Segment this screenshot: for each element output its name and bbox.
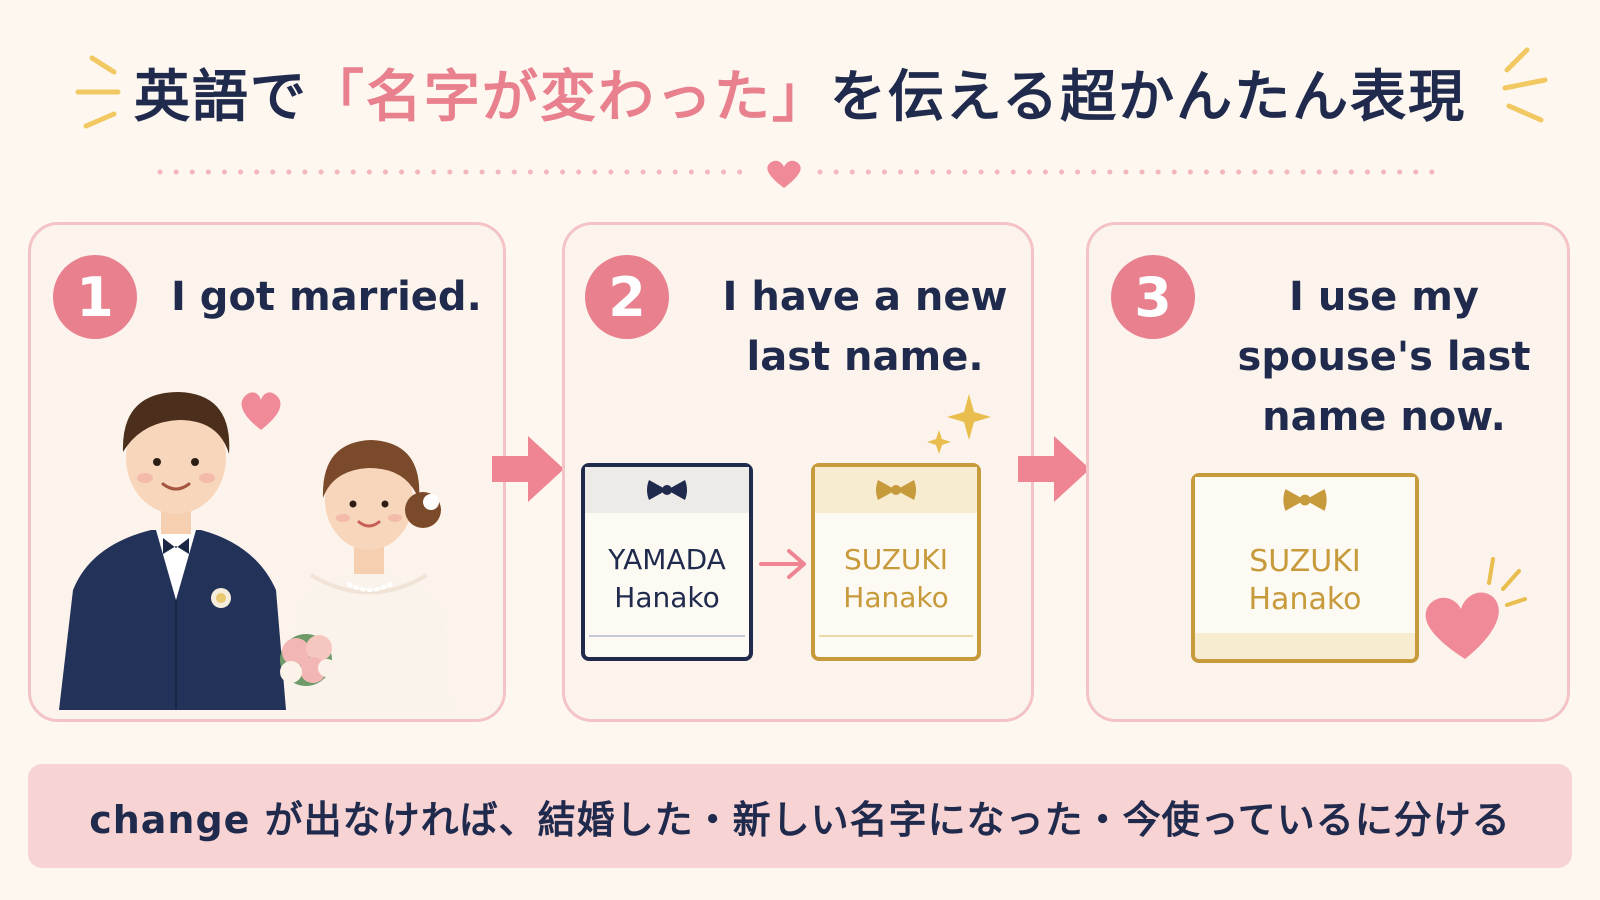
old-name-text: YAMADA Hanako bbox=[608, 541, 726, 617]
wedding-couple-illustration bbox=[59, 392, 451, 710]
footer-banner: change が出なければ、結婚した・新しい名字になった・今使っているに分ける bbox=[28, 764, 1572, 868]
nameplate-band bbox=[1195, 477, 1415, 523]
bow-icon bbox=[647, 480, 687, 500]
small-arrow-right-icon bbox=[759, 549, 806, 579]
nameplate-band bbox=[815, 467, 977, 513]
bow-icon bbox=[1283, 489, 1327, 511]
divider-heart-icon bbox=[767, 160, 801, 188]
dotted-divider bbox=[157, 160, 1443, 188]
new-name-text: SUZUKI Hanako bbox=[843, 541, 948, 617]
current-surname: SUZUKI bbox=[1249, 544, 1361, 579]
step-panel-2: 2 I have a new last name. YAMADA Hanako bbox=[562, 222, 1034, 722]
heart-icon bbox=[1425, 557, 1527, 659]
sparkle-icon bbox=[927, 394, 991, 454]
title-before: 英語で bbox=[133, 65, 308, 130]
new-given-name: Hanako bbox=[843, 581, 949, 614]
step-number-3: 3 bbox=[1111, 255, 1195, 339]
footer-text: change が出なければ、結婚した・新しい名字になった・今使っているに分ける bbox=[89, 797, 1511, 842]
current-nameplate: SUZUKI Hanako bbox=[1191, 473, 1419, 663]
sparkle-right-icon bbox=[1502, 47, 1548, 123]
nameplate-band bbox=[585, 467, 749, 513]
step-panel-1: 1 I got married. bbox=[28, 222, 506, 722]
step-phrase-3: I use my spouse's last name now. bbox=[1237, 274, 1531, 440]
couple-heart-icon bbox=[241, 392, 281, 430]
current-name-text: SUZUKI Hanako bbox=[1249, 543, 1362, 619]
old-given-name: Hanako bbox=[614, 581, 720, 614]
step-panel-3: 3 I use my spouse's last name now. SUZUK… bbox=[1086, 222, 1570, 722]
step-phrase-2: I have a new last name. bbox=[722, 274, 1008, 380]
title-highlight: 「名字が変わった」 bbox=[307, 65, 830, 130]
title-after: を伝える超かんたん表現 bbox=[829, 65, 1467, 130]
old-surname: YAMADA bbox=[608, 543, 726, 576]
current-given-name: Hanako bbox=[1248, 582, 1362, 617]
new-nameplate: SUZUKI Hanako bbox=[811, 463, 981, 661]
sparkle-left-icon bbox=[75, 55, 121, 129]
step-phrase-1: I got married. bbox=[171, 274, 482, 320]
step-number-1: 1 bbox=[53, 255, 137, 339]
bow-icon bbox=[876, 480, 916, 500]
step-number-2: 2 bbox=[585, 255, 669, 339]
page-title: 英語で「名字が変わった」を伝える超かんたん表現 bbox=[134, 48, 1466, 148]
new-surname: SUZUKI bbox=[843, 543, 949, 576]
arrow-right-1-icon bbox=[492, 436, 564, 502]
arrow-right-2-icon bbox=[1018, 436, 1090, 502]
title-area: 英語で「名字が変わった」を伝える超かんたん表現 bbox=[0, 48, 1600, 148]
old-nameplate: YAMADA Hanako bbox=[581, 463, 753, 661]
